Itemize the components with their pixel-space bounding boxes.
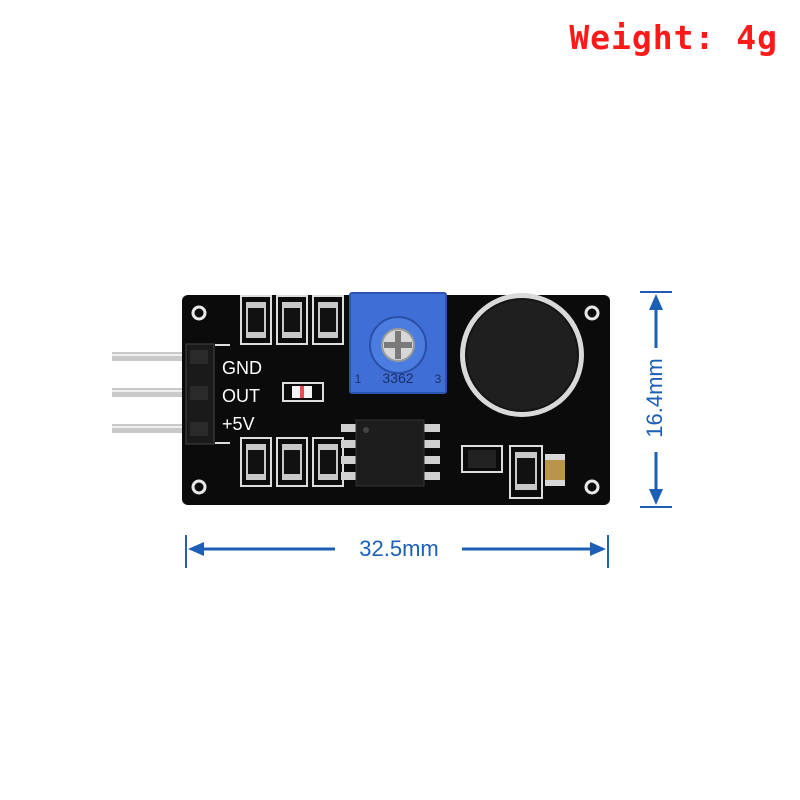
- pot-pin-3-label: 3: [435, 372, 442, 386]
- width-dimension-line: [185, 535, 609, 568]
- header-pins: [112, 352, 192, 433]
- weight-label: Weight: 4g: [569, 18, 778, 57]
- ic-chip: [341, 419, 440, 487]
- pin-label-5v: +5V: [222, 414, 255, 434]
- smd-components-right: [461, 445, 565, 499]
- mounting-holes: [191, 305, 600, 495]
- width-dimension: 32.5mm: [184, 530, 614, 570]
- resistors-top: [240, 295, 344, 345]
- microphone: [460, 293, 584, 417]
- resistors-bottom: [240, 437, 344, 487]
- pin-label-out: OUT: [222, 386, 260, 406]
- pin-label-gnd: GND: [222, 358, 262, 378]
- potentiometer: 3362 1 3: [349, 292, 447, 394]
- pot-model-label: 3362: [382, 370, 413, 386]
- led-indicator: [282, 382, 324, 402]
- height-dimension-line: [640, 291, 672, 508]
- pot-pin-1-label: 1: [355, 372, 362, 386]
- width-label: 32.5mm: [359, 536, 439, 561]
- height-label: 16.4mm: [642, 358, 667, 438]
